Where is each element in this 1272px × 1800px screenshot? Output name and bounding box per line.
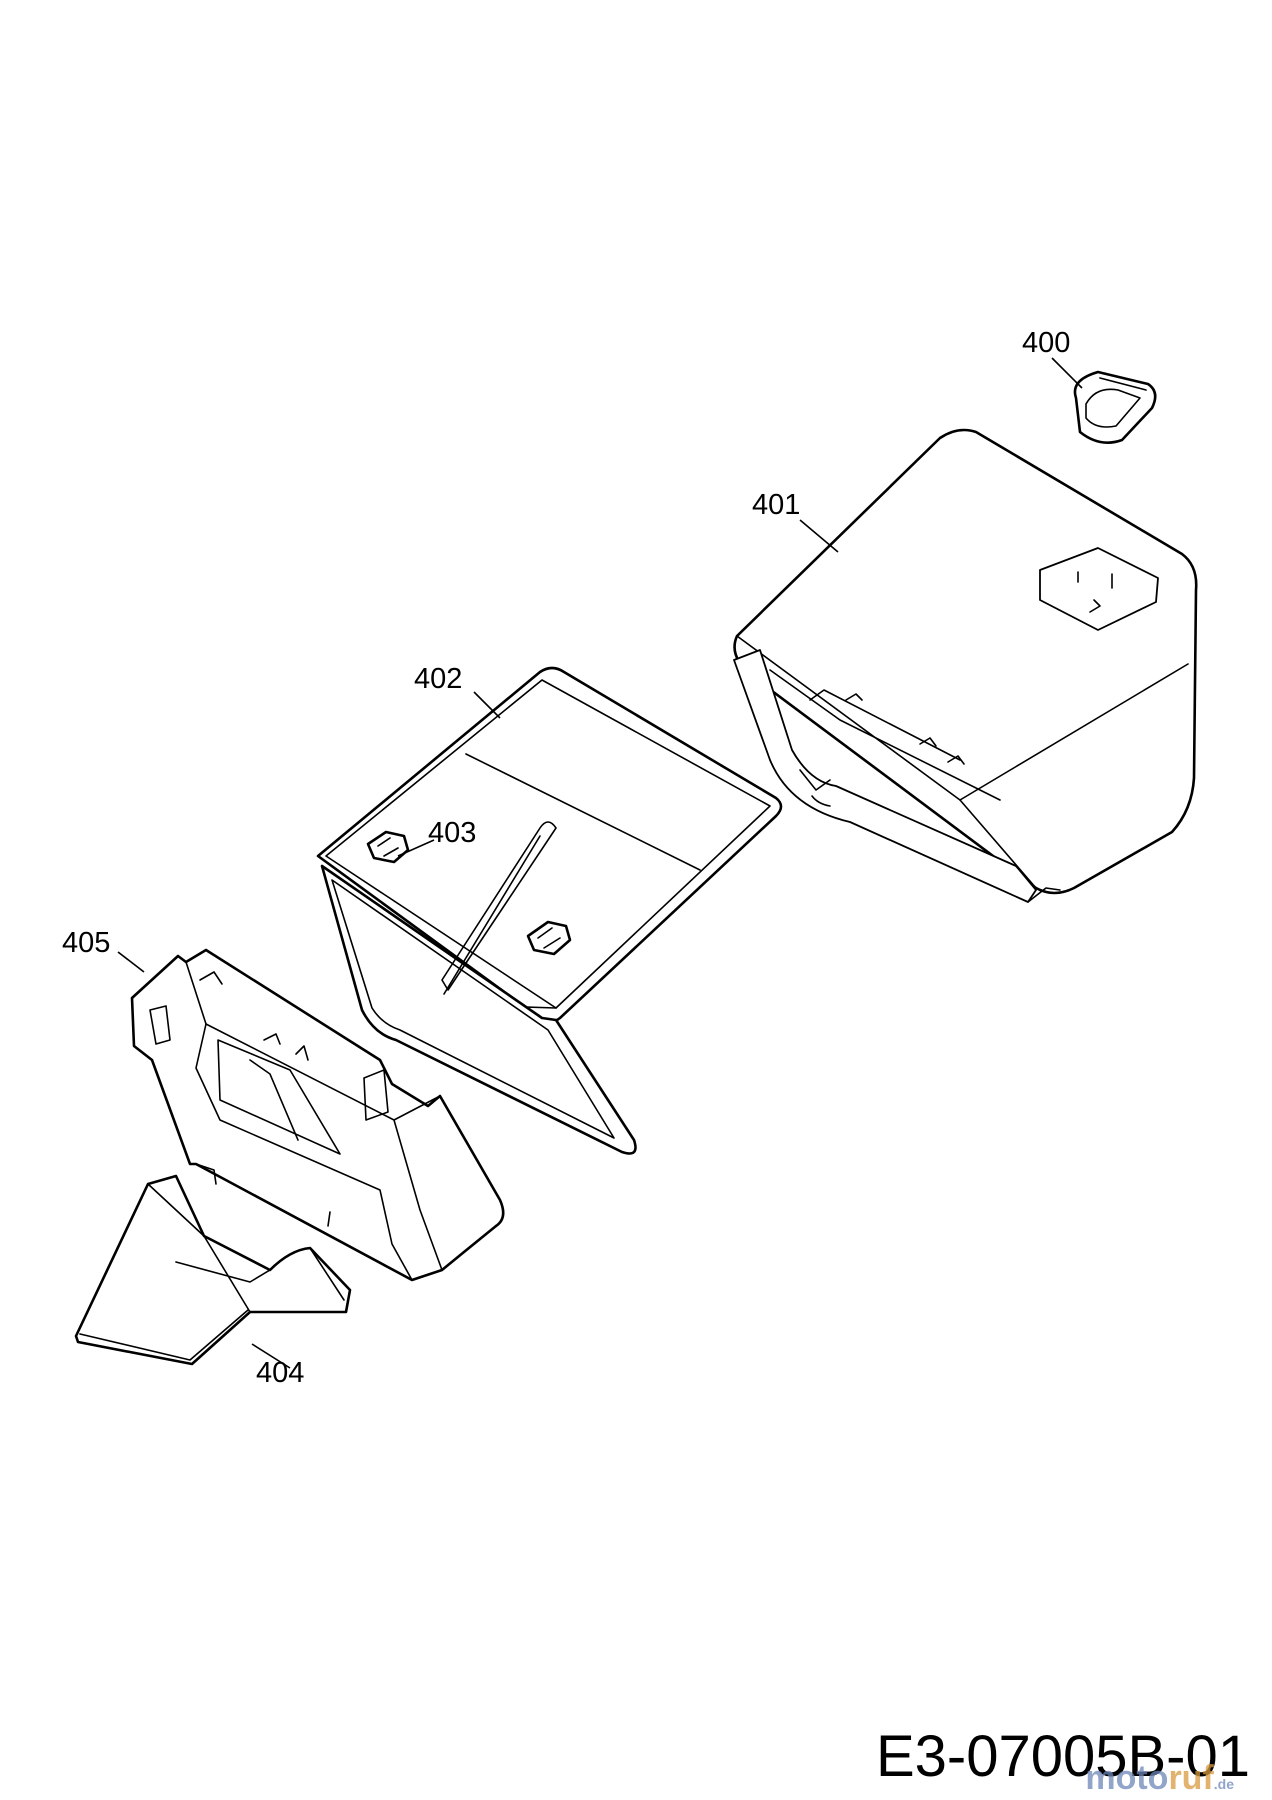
part-402-frame	[316, 666, 783, 1155]
part-401-catcher-shell	[733, 428, 1198, 903]
watermark-part3: .de	[1213, 1776, 1234, 1792]
callout-403: 403	[428, 817, 476, 849]
callout-400: 400	[1022, 327, 1070, 359]
callout-405: 405	[62, 927, 110, 959]
leader-400	[1051, 357, 1083, 389]
part-400-cap	[1073, 370, 1157, 444]
callout-402: 402	[414, 663, 462, 695]
watermark-part1: moto	[1085, 1759, 1169, 1797]
drawing-code: E3-07005B-01	[875, 1724, 1250, 1789]
callout-404: 404	[256, 1357, 304, 1389]
watermark-logo: motoruf.de	[1085, 1759, 1234, 1798]
leader-401	[799, 519, 839, 553]
leader-lines	[117, 357, 1083, 1369]
callout-labels: 400 401 402 403 404 405	[62, 327, 1070, 1389]
callout-401: 401	[752, 489, 800, 521]
leader-405	[117, 951, 145, 973]
leader-403	[397, 839, 435, 857]
leader-402	[473, 691, 501, 719]
part-404-chute	[74, 1174, 352, 1366]
part-403-clips	[366, 830, 572, 956]
watermark-part2: ruf	[1168, 1759, 1214, 1797]
leader-404	[251, 1343, 291, 1369]
part-405-bracket	[130, 948, 505, 1282]
